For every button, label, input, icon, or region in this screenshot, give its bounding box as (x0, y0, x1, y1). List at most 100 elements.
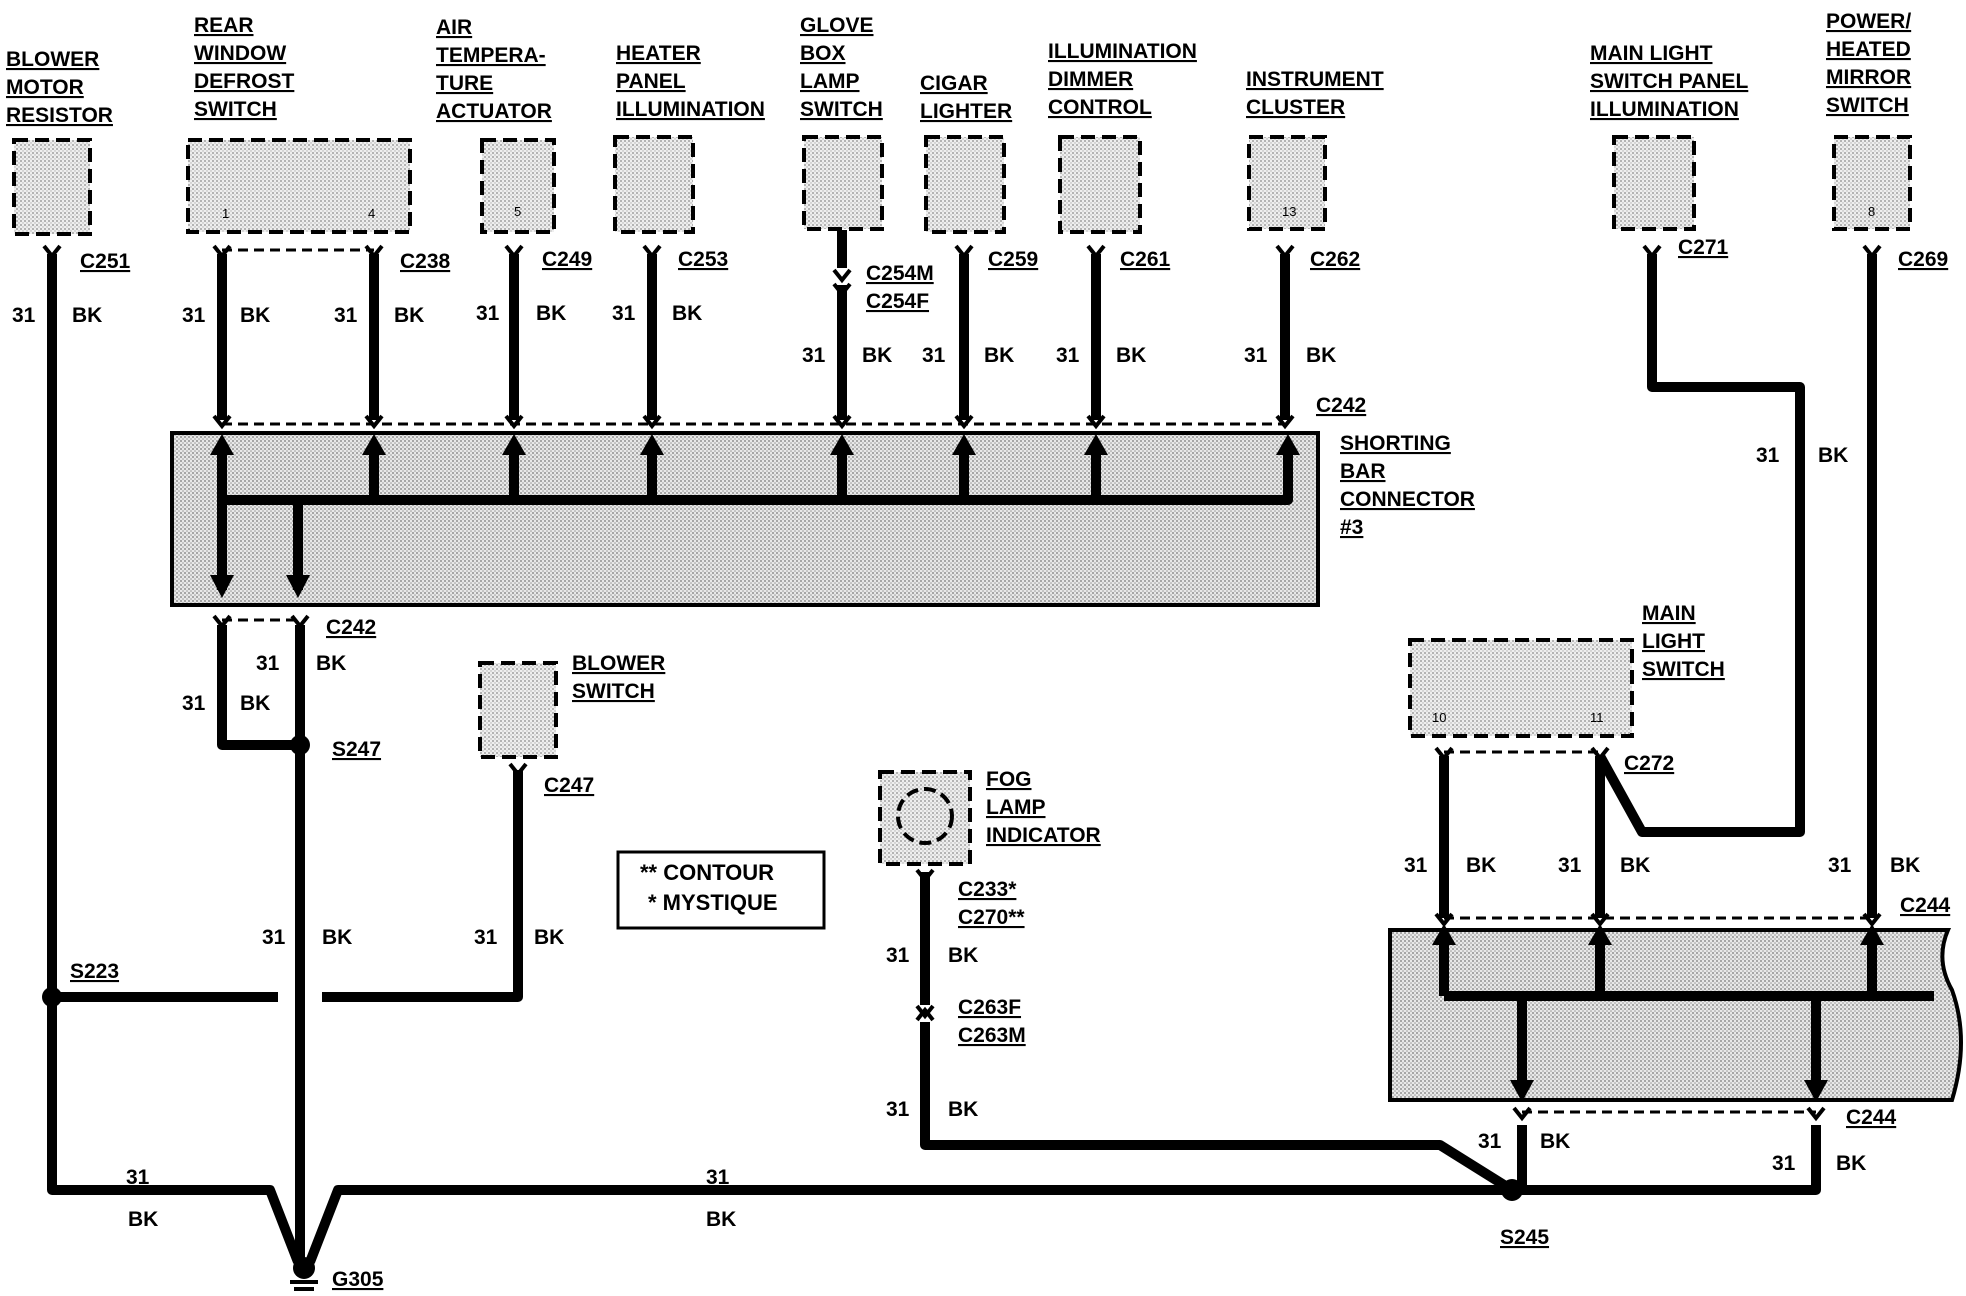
glove-box-lamp-switch-box (802, 135, 884, 231)
connector-c254f: C254F (866, 290, 929, 313)
main-light-pin-right: 11 (1590, 710, 1604, 725)
wire-circuit: 31 (262, 926, 286, 949)
blower-motor-resistor-box (12, 138, 92, 236)
label-cluster-1: INSTRUMENT (1246, 68, 1384, 91)
wire-color: BK (1836, 1152, 1866, 1175)
connector-c253: C253 (678, 248, 728, 271)
main-light-switch-box (1408, 638, 1634, 738)
label-dimmer-2: DIMMER (1048, 68, 1133, 91)
wire-color: BK (1466, 854, 1496, 877)
wire-color: BK (706, 1208, 736, 1231)
splice-s247: S247 (332, 738, 381, 761)
label-air-temp-3: TURE (436, 72, 493, 95)
connector-c249: C249 (542, 248, 592, 271)
label-mirror-2: HEATED (1826, 38, 1911, 61)
wire-color: BK (316, 652, 346, 675)
label-rear-window-2: WINDOW (194, 42, 286, 65)
fog-lamp-indicator-box (878, 770, 972, 866)
connector-c263m: C263M (958, 1024, 1026, 1047)
wire-color: BK (862, 344, 892, 367)
wire-color: BK (72, 304, 102, 327)
splice-s223-dot (42, 987, 62, 1007)
wire-labels: 31 BK 31 BK 31 BK 31 BK 31 BK 31 BK 31 B… (12, 302, 1920, 1231)
wires (47, 230, 1934, 1264)
connector-c259: C259 (988, 248, 1038, 271)
connector-c270: C270** (958, 906, 1025, 929)
air-temperature-actuator-box (480, 138, 556, 234)
label-blower-motor-resistor-3: RESISTOR (6, 104, 113, 127)
label-rear-window-3: DEFROST (194, 70, 295, 93)
instrument-cluster-box (1247, 135, 1327, 231)
label-fog-lamp-1: FOG (986, 768, 1032, 791)
connector-c262: C262 (1310, 248, 1360, 271)
mirror-pin: 8 (1868, 204, 1875, 219)
component-boxes (12, 135, 1912, 866)
connector-c244-bottom: C244 (1846, 1106, 1897, 1129)
connector-ties (222, 248, 1872, 1114)
label-mirror-4: SWITCH (1826, 94, 1909, 117)
connector-c247: C247 (544, 774, 594, 797)
wire-circuit: 31 (922, 344, 946, 367)
wire-color: BK (1540, 1130, 1570, 1153)
arrowheads (210, 434, 1884, 1102)
label-shorting-bar-4: #3 (1340, 516, 1363, 539)
wire-circuit: 31 (182, 304, 206, 327)
wire-color: BK (1818, 444, 1848, 467)
heater-panel-illumination-box (613, 135, 695, 234)
splice-s223: S223 (70, 960, 119, 983)
connector-labels: C251 C238 C249 C253 C254M C254F C259 C26… (70, 236, 1951, 1291)
wire-circuit: 31 (1056, 344, 1080, 367)
wire-color: BK (1890, 854, 1920, 877)
wire-circuit: 31 (476, 302, 500, 325)
splice-s245: S245 (1500, 1226, 1549, 1249)
wire-circuit: 31 (1478, 1130, 1502, 1153)
label-dimmer-1: ILLUMINATION (1048, 40, 1197, 63)
label-blower-switch-2: SWITCH (572, 680, 655, 703)
wire-color: BK (240, 692, 270, 715)
wire-color: BK (1116, 344, 1146, 367)
label-heater-panel-3: ILLUMINATION (616, 98, 765, 121)
label-shorting-bar-3: CONNECTOR (1340, 488, 1475, 511)
label-glove-box-4: SWITCH (800, 98, 883, 121)
label-mirror-3: MIRROR (1826, 66, 1911, 89)
wire-circuit: 31 (886, 944, 910, 967)
label-rear-window-1: REAR (194, 14, 254, 37)
label-air-temp-2: TEMPERA- (436, 44, 546, 67)
wire-circuit: 31 (334, 304, 358, 327)
label-rear-window-4: SWITCH (194, 98, 277, 121)
wire-circuit: 31 (1244, 344, 1268, 367)
wire-circuit: 31 (474, 926, 498, 949)
connector-c244-top: C244 (1900, 894, 1951, 917)
legend-box (616, 850, 826, 930)
label-main-light-switch-3: SWITCH (1642, 658, 1725, 681)
label-heater-panel-1: HEATER (616, 42, 701, 65)
defrost-pin-left: 1 (222, 206, 229, 221)
legend-contour: ** CONTOUR (640, 860, 774, 885)
shorting-bar-connector-3 (170, 431, 1320, 607)
label-cigar-lighter-1: CIGAR (920, 72, 988, 95)
splice-s245-dot (1501, 1179, 1523, 1201)
cigar-lighter-box (924, 135, 1006, 234)
ground-icon (290, 1257, 318, 1291)
label-fog-lamp-2: LAMP (986, 796, 1046, 819)
cluster-pin: 13 (1282, 204, 1296, 219)
label-heater-panel-2: PANEL (616, 70, 686, 93)
wire-color: BK (128, 1208, 158, 1231)
label-blower-motor-resistor-2: MOTOR (6, 76, 84, 99)
wire-color: BK (1620, 854, 1650, 877)
wire-color: BK (534, 926, 564, 949)
splice-s247-dot (290, 735, 310, 755)
label-main-light-switch-2: LIGHT (1642, 630, 1705, 653)
wire-color: BK (394, 304, 424, 327)
fog-lamp-bulb-icon (896, 787, 954, 845)
wire-color: BK (984, 344, 1014, 367)
label-shorting-bar-2: BAR (1340, 460, 1386, 483)
label-main-light-panel-2: SWITCH PANEL (1590, 70, 1748, 93)
wire-color: BK (948, 1098, 978, 1121)
wire-circuit: 31 (1756, 444, 1780, 467)
wire-circuit: 31 (886, 1098, 910, 1121)
label-blower-motor-resistor-1: BLOWER (6, 48, 99, 71)
connector-chevrons (42, 244, 1882, 1122)
label-glove-box-1: GLOVE (800, 14, 874, 37)
